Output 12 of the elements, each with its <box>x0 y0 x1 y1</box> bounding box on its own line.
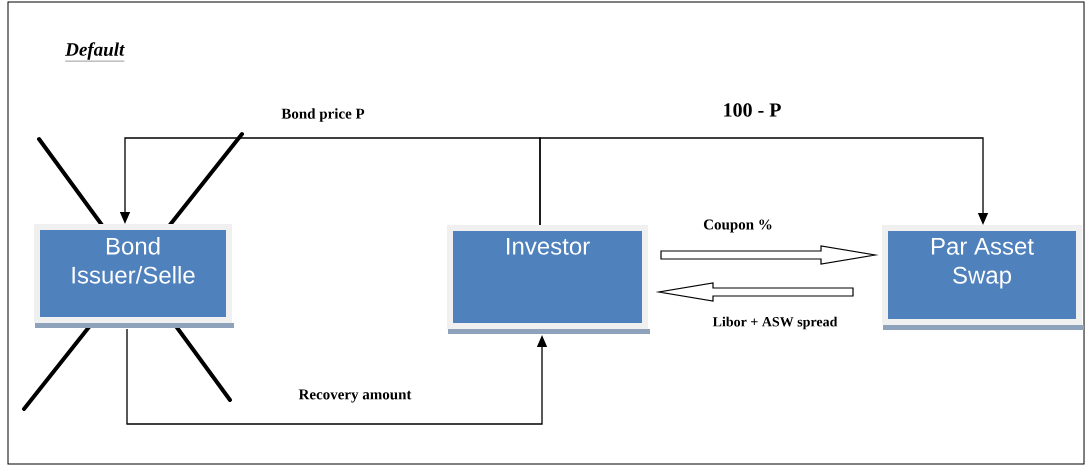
edge-label: Coupon % <box>702 218 774 234</box>
edge-label: Libor + ASW spread <box>711 315 839 331</box>
edge-label: Recovery amount <box>297 388 413 404</box>
process-box: Investor <box>447 225 650 334</box>
edge-label: 100 - P <box>721 102 783 118</box>
edge-label: Bond price P <box>280 107 366 123</box>
process-box: Par Asset Swap <box>882 225 1084 330</box>
process-box: Bond Issuer/Selle <box>34 224 234 328</box>
arrow <box>539 137 989 226</box>
block-arrow <box>660 245 879 265</box>
block-arrow <box>655 282 854 302</box>
title: Default <box>65 42 125 62</box>
